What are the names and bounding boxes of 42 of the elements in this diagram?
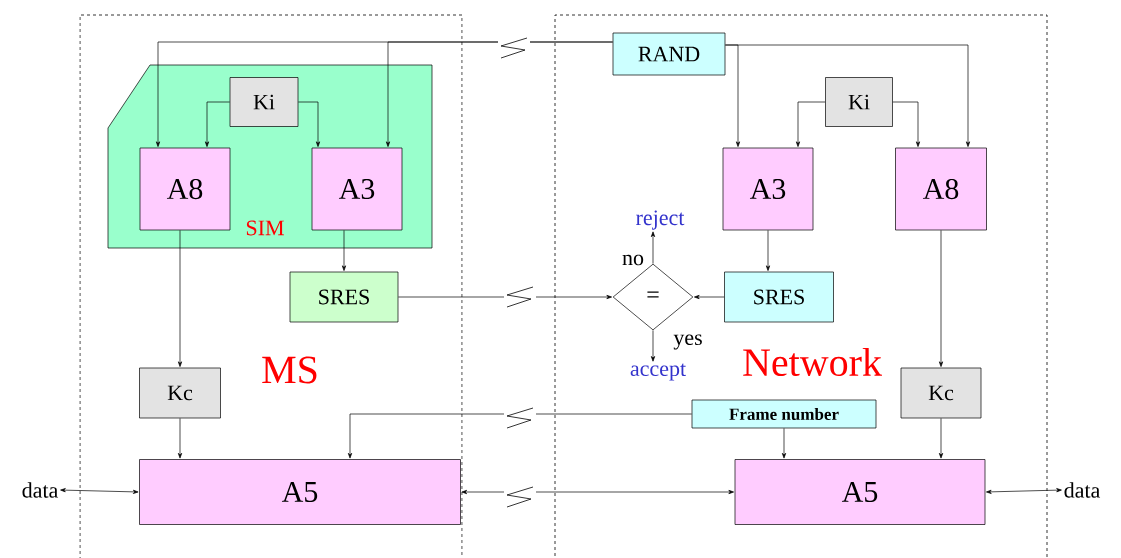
frame-number-box: Frame number bbox=[691, 399, 877, 429]
arrow bbox=[938, 418, 944, 459]
edge-label: yes bbox=[672, 333, 704, 351]
challenge-box: RAND bbox=[612, 32, 726, 76]
arrow bbox=[725, 44, 971, 147]
response-box: SRES bbox=[289, 271, 399, 323]
arrow bbox=[986, 488, 1062, 494]
arrow bbox=[385, 41, 613, 147]
region-label: MS bbox=[262, 356, 317, 384]
key-box: Ki bbox=[825, 77, 893, 127]
arrow bbox=[765, 230, 771, 271]
arrow bbox=[938, 230, 944, 367]
arrow bbox=[177, 418, 183, 459]
cipher-box: A5 bbox=[734, 459, 986, 525]
cipher-box: A5 bbox=[139, 459, 461, 525]
algorithm-box: A3 bbox=[311, 147, 403, 231]
arrow bbox=[347, 413, 692, 459]
key-box: Ki bbox=[229, 77, 299, 127]
algorithm-box: A3 bbox=[722, 147, 814, 231]
algorithm-box: A8 bbox=[139, 147, 231, 231]
region-label: Network bbox=[743, 347, 882, 377]
arrow bbox=[650, 231, 656, 264]
data-text: data bbox=[1064, 482, 1101, 498]
arrow bbox=[795, 101, 826, 147]
arrow bbox=[177, 230, 183, 367]
arrow bbox=[341, 230, 347, 271]
response-box: SRES bbox=[724, 271, 834, 323]
key-box: Kc bbox=[139, 367, 221, 419]
arrow bbox=[781, 428, 787, 459]
arrow bbox=[461, 489, 734, 495]
arrow bbox=[892, 101, 921, 147]
algorithm-box: A8 bbox=[895, 147, 987, 231]
arrow bbox=[298, 101, 321, 147]
data-text: data bbox=[22, 482, 59, 498]
arrow bbox=[398, 294, 612, 300]
arrow bbox=[650, 330, 656, 362]
key-box: Kc bbox=[900, 367, 982, 419]
arrow bbox=[204, 101, 230, 147]
result-text: accept bbox=[630, 363, 686, 381]
arrow bbox=[60, 488, 139, 494]
arrow bbox=[694, 294, 725, 300]
result-text: reject bbox=[636, 210, 685, 230]
